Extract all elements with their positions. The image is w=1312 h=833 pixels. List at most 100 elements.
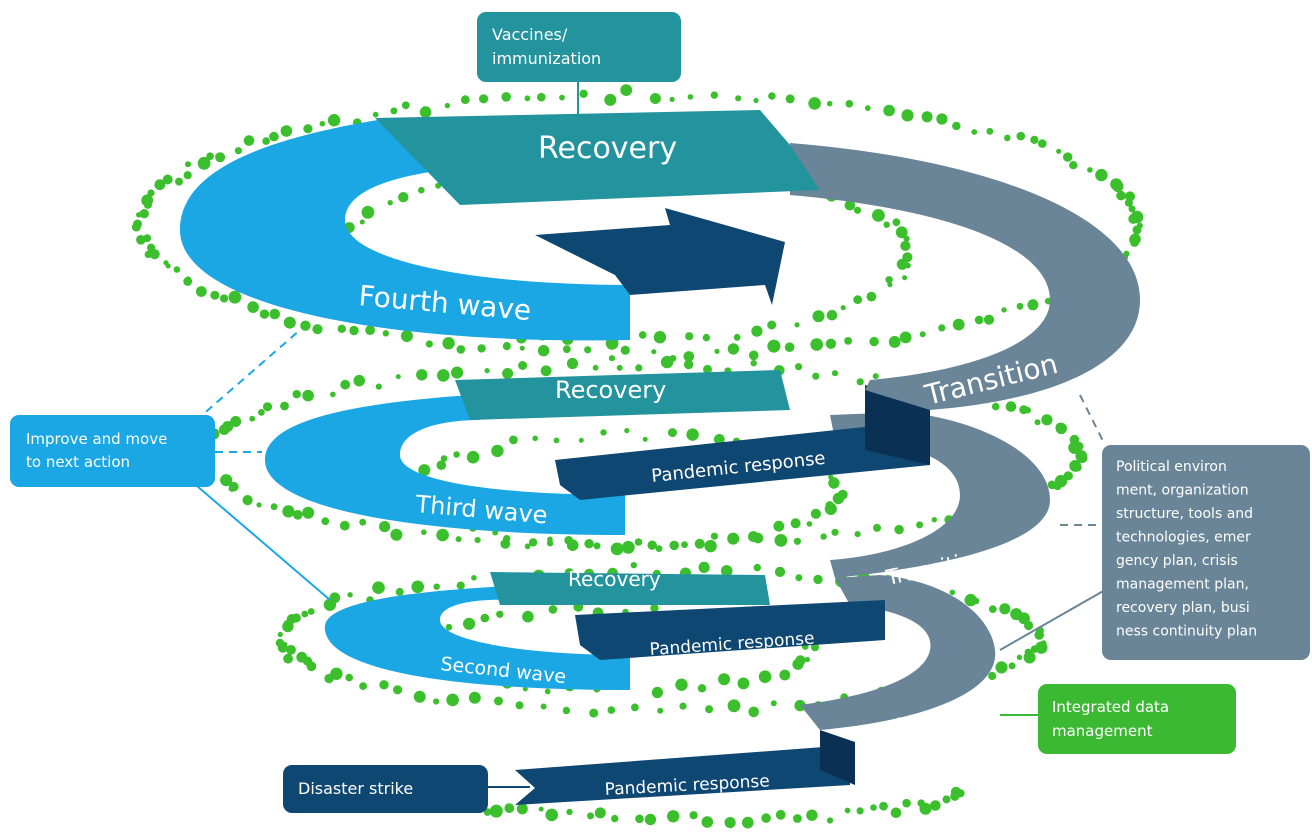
halo-dot	[484, 368, 490, 374]
halo-dot	[519, 345, 525, 351]
halo-dot	[995, 661, 1008, 674]
halo-dot	[770, 700, 777, 707]
halo-dot	[502, 342, 511, 351]
halo-dot	[345, 673, 354, 682]
halo-dot	[477, 344, 486, 353]
halo-dot	[710, 91, 718, 99]
halo-dot	[657, 707, 664, 714]
recovery-band-2	[455, 370, 790, 420]
halo-dot	[790, 518, 801, 529]
pandemic-response-band-2	[575, 600, 885, 660]
halo-dot	[942, 795, 951, 804]
halo-dot	[916, 521, 924, 529]
halo-dot	[433, 698, 440, 705]
transition-band-3	[800, 575, 996, 730]
halo-dot	[727, 343, 740, 355]
third-wave-band	[265, 395, 625, 535]
halo-dot	[683, 351, 695, 362]
halo-dot	[175, 177, 183, 186]
halo-dot	[395, 587, 404, 596]
halo-dot	[1023, 651, 1036, 664]
halo-dot	[1035, 641, 1048, 654]
halo-dot	[1125, 191, 1135, 202]
halo-dot	[844, 337, 852, 345]
halo-dot	[844, 807, 851, 814]
halo-dot	[537, 92, 546, 102]
halo-dot	[147, 189, 155, 197]
halo-dot	[524, 95, 531, 102]
halo-dot	[792, 658, 804, 670]
halo-dot	[230, 416, 242, 427]
halo-dot	[442, 337, 455, 350]
halo-dot	[1069, 460, 1082, 472]
transition-band-2	[830, 412, 1050, 578]
halo-dot	[611, 814, 619, 823]
halo-dot	[416, 369, 428, 381]
halo-dot	[607, 706, 616, 714]
halo-dot	[644, 813, 657, 826]
halo-dot	[413, 690, 426, 703]
halo-dot	[758, 670, 772, 683]
halo-dot	[828, 477, 840, 489]
halo-dot	[437, 369, 450, 382]
halo-dot	[548, 605, 558, 614]
halo-dot	[436, 528, 449, 542]
halo-dot	[220, 294, 229, 303]
halo-dot	[280, 125, 293, 137]
halo-dot	[650, 603, 659, 613]
halo-dot	[400, 330, 413, 342]
halo-dot	[329, 592, 341, 604]
halo-dot	[262, 402, 273, 412]
halo-dot	[483, 808, 492, 816]
halo-dot	[773, 520, 785, 532]
halo-dot	[504, 803, 515, 813]
halo-dot	[986, 127, 994, 135]
halo-dot	[206, 152, 214, 160]
halo-dot	[751, 325, 763, 337]
halo-dot	[870, 804, 877, 811]
halo-dot	[1112, 180, 1124, 192]
halo-dot	[185, 276, 192, 283]
halo-dot	[649, 93, 661, 104]
halo-dot	[139, 209, 149, 219]
halo-dot	[319, 120, 326, 127]
halo-dot	[714, 348, 720, 354]
halo-dot	[1063, 152, 1073, 162]
halo-dot	[243, 135, 255, 146]
halo-dot	[651, 349, 657, 355]
halo-dot	[704, 539, 717, 553]
integrated-callout-line-2: management	[1052, 722, 1153, 740]
halo-dot	[681, 541, 688, 549]
halo-dot	[301, 610, 309, 618]
halo-dot	[162, 174, 173, 185]
halo-dot	[393, 685, 403, 695]
halo-dot	[220, 474, 233, 487]
pandemic-response-arrow-1	[535, 208, 785, 305]
halo-dot	[793, 814, 802, 823]
halo-dot	[710, 532, 719, 540]
halo-dot	[302, 506, 315, 519]
halo-dot	[154, 179, 166, 191]
halo-dot	[321, 517, 330, 526]
halo-dot	[480, 613, 490, 623]
halo-dot	[307, 608, 315, 615]
halo-dot	[895, 226, 908, 239]
halo-dot	[879, 801, 888, 811]
halo-dot	[1027, 299, 1039, 311]
halo-dot	[647, 540, 657, 550]
halo-dot	[983, 314, 995, 325]
halo-dot	[750, 360, 757, 367]
halo-dot	[824, 502, 837, 515]
halo-dot	[136, 235, 146, 245]
halo-dot	[210, 290, 220, 300]
halo-dot	[419, 106, 432, 118]
halo-dot	[631, 703, 639, 712]
halo-dot	[894, 524, 904, 535]
halo-dot	[705, 705, 714, 714]
halo-dot	[701, 816, 714, 828]
halo-dot	[258, 409, 265, 416]
halo-dot	[883, 221, 890, 228]
halo-dot	[395, 374, 401, 380]
halo-dot	[669, 540, 679, 551]
halo-dot	[566, 357, 579, 370]
